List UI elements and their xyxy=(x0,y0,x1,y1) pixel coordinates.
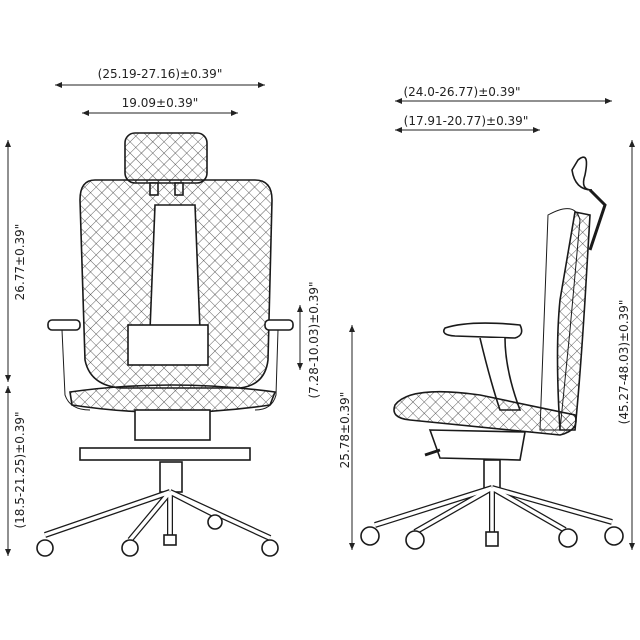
label-side-depth: (24.0-26.77)±0.39" xyxy=(403,85,520,99)
side-armrest xyxy=(442,322,523,339)
side-headrest xyxy=(571,156,593,191)
seat-mechanism xyxy=(134,409,211,441)
gas-cylinder xyxy=(159,461,183,493)
side-casters xyxy=(360,526,624,550)
label-side-arm-height: 25.78±0.39" xyxy=(338,392,352,469)
label-seat-height: (18.5-21.25)±0.39" xyxy=(13,411,27,528)
tilt-lever xyxy=(79,447,251,461)
casters xyxy=(36,514,279,557)
side-tilt-lever xyxy=(424,448,441,457)
front-view-chair xyxy=(36,132,294,557)
headrest-bracket xyxy=(588,188,607,251)
seat xyxy=(69,384,277,414)
side-view-chair xyxy=(360,156,624,550)
label-armrest-height: (7.28-10.03)±0.39" xyxy=(307,281,321,398)
side-seat-mechanism xyxy=(428,429,526,461)
label-front-back-width: 19.09±0.39" xyxy=(122,96,199,110)
right-armrest xyxy=(264,319,294,331)
star-base xyxy=(44,489,272,542)
label-side-height: (45.27-48.03)±0.39" xyxy=(617,300,631,425)
label-back-height: 26.77±0.39" xyxy=(13,224,27,301)
label-front-overall-width: (25.19-27.16)±0.39" xyxy=(98,67,223,81)
side-gas-cylinder xyxy=(483,459,501,489)
side-backrest xyxy=(556,211,591,431)
dimension-lines xyxy=(5,82,635,556)
label-seat-depth: (17.91-20.77)±0.39" xyxy=(404,114,529,128)
side-seat xyxy=(393,390,577,436)
left-armrest xyxy=(47,319,81,331)
lumbar-pad xyxy=(127,324,209,366)
headrest xyxy=(124,132,208,184)
lumbar-support-frame xyxy=(149,204,201,331)
